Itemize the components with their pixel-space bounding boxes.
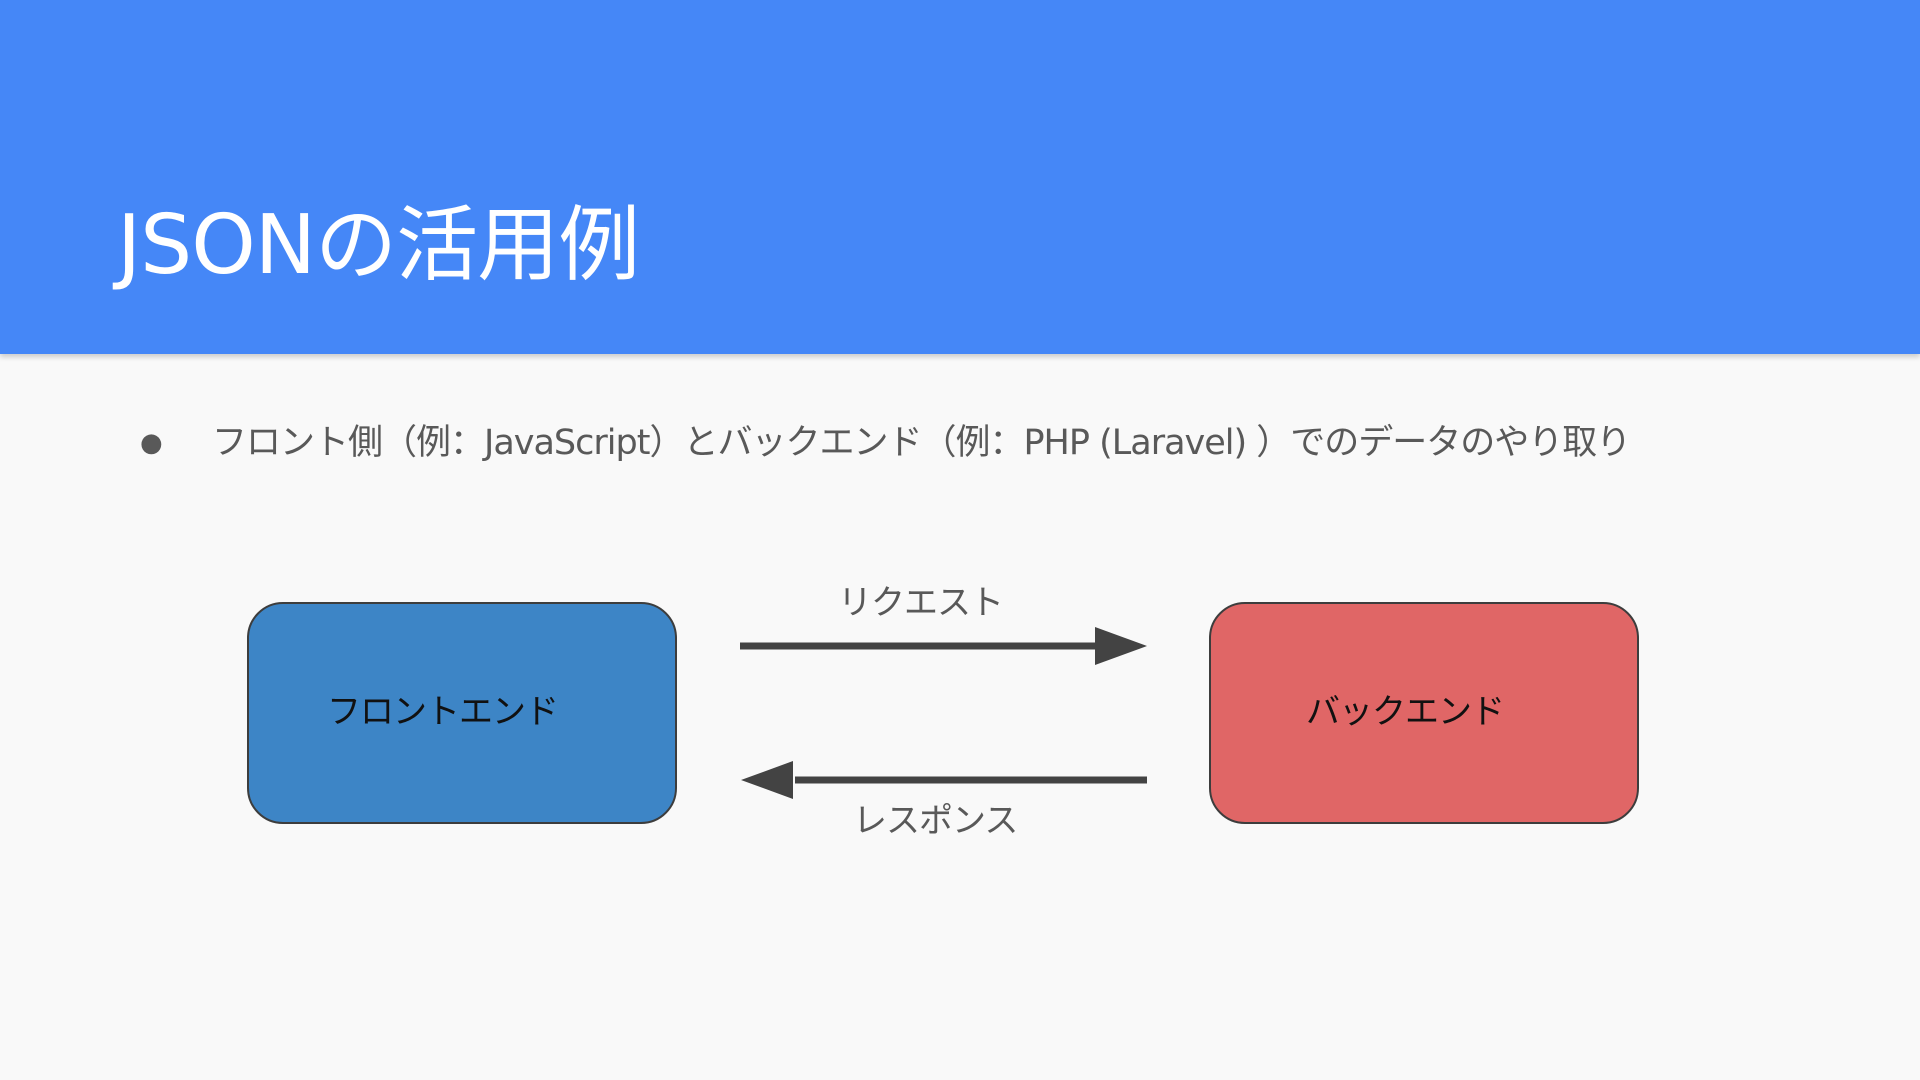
frontend-label: フロントエンド [327,692,559,732]
slide-title: JSONの活用例 [117,198,640,293]
response-arrow [741,761,1147,799]
title-banner: JSONの活用例 [0,0,1920,354]
bullet-dot-icon: ● [140,428,163,458]
response-label: レスポンス [853,801,1018,841]
bullet-text: フロント側（例：JavaScript）とバックエンド（例：PHP (Larave… [212,423,1631,463]
backend-label: バックエンド [1306,692,1505,732]
frontend-box: フロントエンド [247,602,677,824]
backend-box: バックエンド [1209,602,1639,824]
request-label: リクエスト [838,583,1004,623]
request-arrow [740,627,1147,665]
